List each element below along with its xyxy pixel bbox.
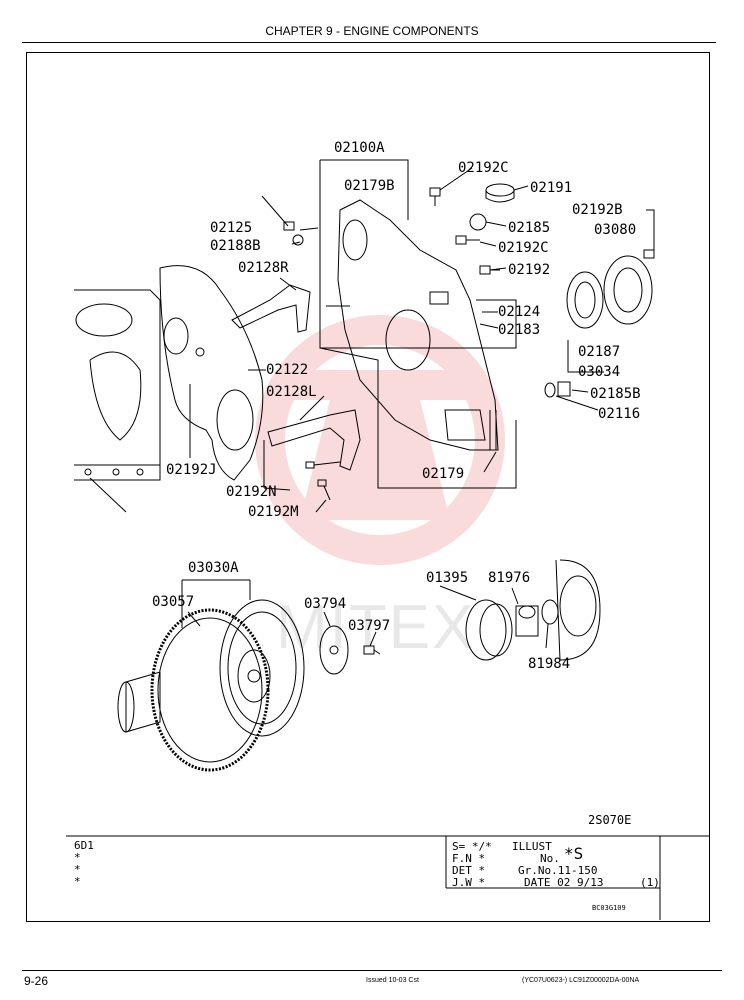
label-03797: 03797 (348, 618, 390, 634)
info-det: DET * (452, 864, 486, 877)
label-02188b: 02188B (210, 238, 261, 254)
bolt-02192n (305, 461, 341, 469)
info-group-no: Gr.No.11-150 (518, 864, 598, 877)
model-star-1: * (74, 851, 81, 864)
info-no: No. (540, 852, 560, 865)
label-02192c-a: 02192C (458, 160, 509, 176)
model-code: 6D1 (74, 839, 94, 852)
label-03030a: 03030A (188, 560, 239, 576)
flywheel-03030a (219, 599, 305, 737)
label-03057: 03057 (152, 594, 194, 610)
label-02122: 02122 (266, 362, 308, 378)
hub-81976 (515, 605, 539, 637)
engine-block (74, 289, 161, 513)
info-fn: F.N * (452, 852, 486, 865)
label-02183: 02183 (498, 322, 540, 338)
bracket-right (231, 284, 311, 333)
bolt-02192m (317, 479, 331, 501)
bracket-left (267, 409, 361, 471)
seal-cover-03080 (603, 255, 653, 325)
label-02179b: 02179B (344, 178, 395, 194)
label-02128r: 02128R (238, 260, 289, 276)
label-02100a: 02100A (334, 140, 385, 156)
label-03034: 03034 (578, 364, 620, 380)
info-date-seq: (1) (640, 876, 660, 889)
sensor-02125 (261, 195, 304, 246)
crankshaft (117, 671, 161, 733)
illustration-code: 2S070E (588, 813, 631, 827)
label-02192c-b: 02192C (498, 240, 549, 256)
label-02124: 02124 (498, 304, 540, 320)
nut-02185b (557, 381, 571, 397)
label-02191: 02191 (530, 180, 572, 196)
bolt-03797 (363, 645, 381, 655)
label-02116: 02116 (598, 406, 640, 422)
label-81976: 81976 (488, 570, 530, 586)
page-header-title: CHAPTER 9 - ENGINE COMPONENTS (265, 24, 479, 38)
label-02192b: 02192B (572, 202, 623, 218)
bolt-02192c-upper (429, 187, 441, 206)
info-s: S= */* (452, 840, 492, 853)
info-no-value: *S (564, 844, 584, 863)
stud-02179 (489, 410, 497, 450)
washer-81984 (541, 599, 559, 625)
front-plate-gasket (159, 265, 264, 481)
label-81984: 81984 (528, 656, 570, 672)
info-code: BC03G109 (592, 904, 626, 912)
info-date: DATE 02 9/13 (524, 876, 604, 889)
label-02192j: 02192J (166, 462, 217, 478)
label-02128l: 02128L (266, 384, 317, 400)
front-cover-right (555, 559, 601, 661)
label-02125: 02125 (210, 220, 252, 236)
label-01395: 01395 (426, 570, 468, 586)
label-03794: 03794 (304, 596, 346, 612)
illustration-frame (26, 52, 710, 922)
label-02192: 02192 (508, 262, 550, 278)
pulley-01395 (465, 599, 513, 661)
issued-text: Issued 10-03 Cst (366, 977, 419, 984)
cap-02185 (469, 213, 487, 231)
page-number: 9-26 (24, 974, 49, 988)
plate-03794 (319, 625, 349, 675)
label-02192n: 02192N (226, 484, 277, 500)
washer-02116 (544, 382, 556, 398)
label-02185: 02185 (508, 220, 550, 236)
reference-code: (YC07U0623-) LC91Z00002DA-00NA (522, 977, 640, 984)
label-03080: 03080 (594, 222, 636, 238)
footer-rule (22, 970, 722, 971)
label-02179: 02179 (422, 466, 464, 482)
info-illust: ILLUST (512, 840, 552, 853)
oil-seal-02187 (566, 271, 604, 329)
model-star-3: * (74, 875, 81, 888)
cap-02191 (485, 183, 515, 203)
info-jw: J.W * (452, 876, 486, 889)
label-02185b: 02185B (590, 386, 641, 402)
header-rule (22, 42, 716, 43)
bolt-02192c-lower (455, 235, 480, 245)
bolt-02192b (643, 249, 655, 259)
label-02192m: 02192M (248, 504, 299, 520)
model-star-2: * (74, 863, 81, 876)
ring-gear-03057 (150, 608, 270, 772)
label-02187: 02187 (578, 344, 620, 360)
